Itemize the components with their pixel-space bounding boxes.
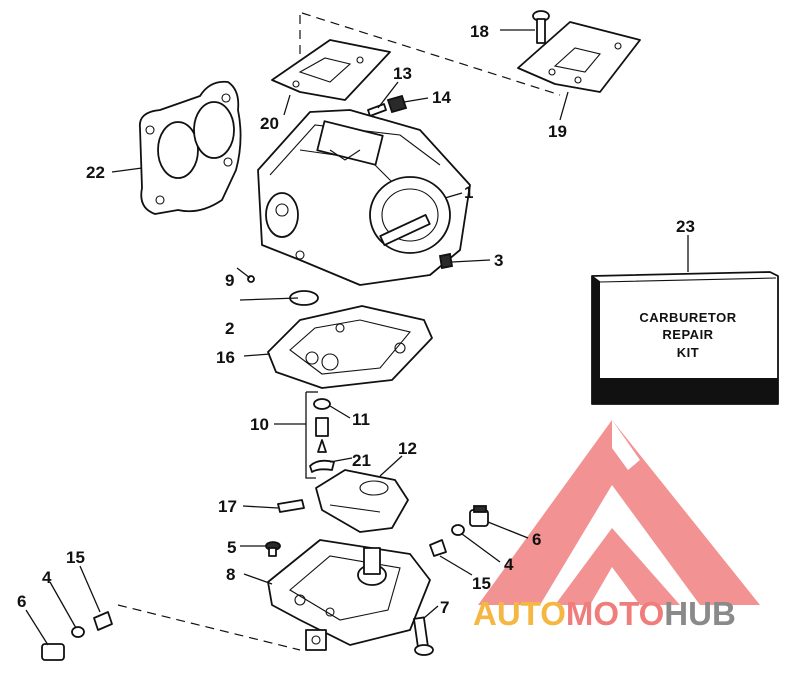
label-13: 13 — [393, 64, 412, 83]
repair-kit-box-23: CARBURETOR REPAIR KIT — [591, 271, 779, 405]
float-bowl-8 — [267, 539, 431, 651]
clip-21 — [309, 459, 335, 473]
label-11: 11 — [352, 410, 370, 429]
label-16: 16 — [216, 348, 235, 367]
kit-label-line1: CARBURETOR — [639, 310, 736, 325]
label-4-right: 4 — [504, 555, 514, 574]
washer-4-right — [451, 524, 465, 536]
label-4-left: 4 — [42, 568, 52, 587]
watermark-logo — [478, 420, 760, 605]
label-10: 10 — [250, 415, 269, 434]
screw-18 — [532, 10, 550, 44]
label-22: 22 — [86, 163, 105, 182]
plug-6-right — [469, 505, 489, 527]
label-6-right: 6 — [532, 530, 541, 549]
label-12: 12 — [398, 439, 417, 458]
watermark-hub: HUB — [664, 595, 736, 632]
label-15-right: 15 — [472, 574, 491, 593]
pin-17 — [277, 499, 305, 513]
label-3: 3 — [494, 251, 503, 270]
watermark-moto: MOTO — [566, 595, 664, 632]
label-17: 17 — [218, 497, 237, 516]
float-12 — [315, 469, 409, 533]
leader-lines — [25, 29, 689, 646]
label-5: 5 — [227, 538, 236, 557]
label-23: 23 — [676, 217, 695, 236]
screw-7 — [413, 616, 434, 656]
needle-seat-assembly-10 — [305, 391, 331, 479]
plate-20 — [271, 39, 391, 101]
kit-label-line2: REPAIR — [662, 327, 713, 342]
gasket-22 — [138, 80, 242, 215]
gasket-16 — [267, 305, 433, 389]
spring-3 — [438, 252, 454, 270]
reference-numbers: 1 2 3 4 4 5 6 6 7 8 9 10 11 12 13 14 15 … — [17, 22, 695, 617]
fitting-14 — [386, 94, 408, 114]
label-2: 2 — [225, 319, 234, 338]
label-20: 20 — [260, 114, 279, 133]
carburetor-body-1 — [257, 109, 471, 286]
label-19: 19 — [548, 122, 567, 141]
plate-19 — [517, 21, 641, 93]
pin-13 — [367, 103, 387, 117]
jet-15-left — [93, 611, 113, 631]
label-7: 7 — [440, 598, 449, 617]
label-8: 8 — [226, 565, 235, 584]
label-14: 14 — [432, 88, 451, 107]
kit-label-line3: KIT — [677, 345, 699, 360]
washer-4-left — [71, 626, 85, 638]
watermark-auto: AUTO — [473, 595, 566, 632]
jet-15-right — [429, 539, 447, 557]
screw-5 — [265, 541, 281, 557]
label-15-left: 15 — [66, 548, 85, 567]
label-21: 21 — [352, 451, 371, 470]
label-1: 1 — [464, 183, 473, 202]
label-6-left: 6 — [17, 592, 26, 611]
label-9: 9 — [225, 271, 234, 290]
label-18: 18 — [470, 22, 489, 41]
watermark-text: AUTOMOTOHUB — [473, 595, 736, 632]
plug-6-left — [41, 643, 65, 661]
